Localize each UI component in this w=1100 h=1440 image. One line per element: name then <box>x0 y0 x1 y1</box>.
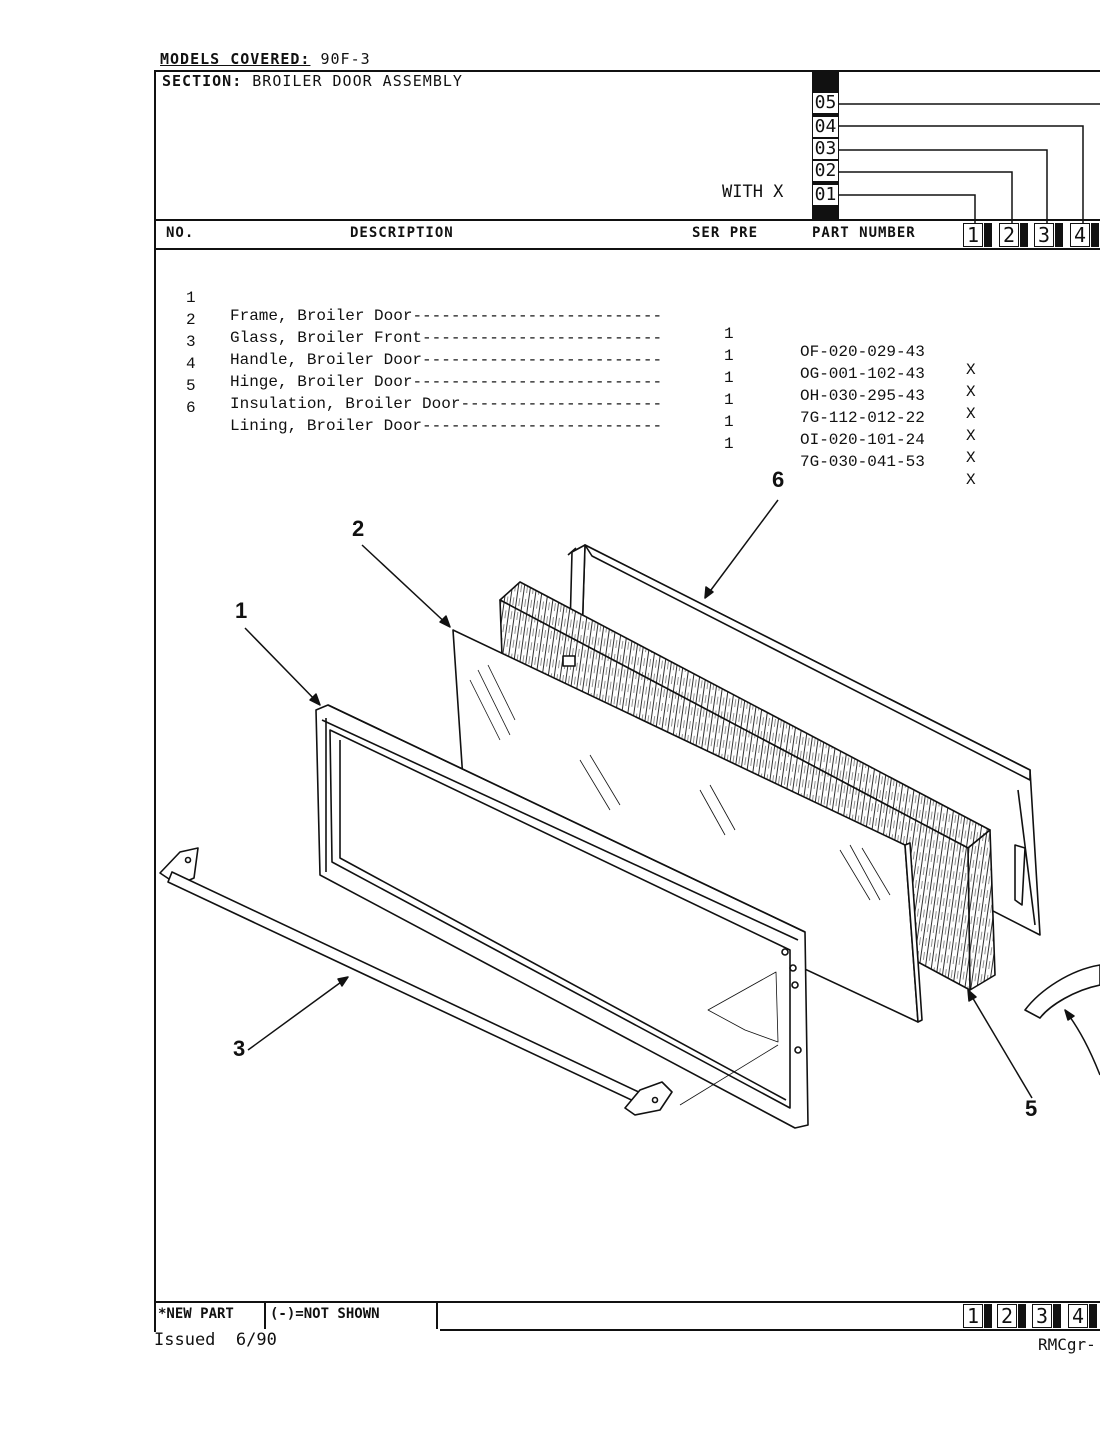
part-no: 5 <box>186 377 196 395</box>
table-row: 2 Glass, Broiler Front------------------… <box>0 293 976 419</box>
models-covered-label: MODELS COVERED: <box>160 50 311 68</box>
frame-part <box>315 704 809 1129</box>
exploded-diagram <box>159 499 1100 1129</box>
code-05: 05 <box>812 92 839 114</box>
part-number: OI-020-101-24 <box>800 431 925 449</box>
part-number: 7G-112-012-22 <box>800 409 925 427</box>
callout-3: 3 <box>233 1036 246 1061</box>
part-number: OG-001-102-43 <box>800 365 925 383</box>
table-row: 5 Insulation, Broiler Door--------------… <box>0 359 976 485</box>
callout-1: 1 <box>235 598 248 623</box>
models-covered-value: 90F-3 <box>320 50 371 68</box>
part-qty: 1 <box>724 435 734 453</box>
part-desc: Frame, Broiler Door---------------------… <box>230 307 663 325</box>
col-part-number: PART NUMBER <box>812 225 916 241</box>
section-title: SECTION: BROILER DOOR ASSEMBLY <box>162 72 463 90</box>
part-desc: Hinge, Broiler Door---------------------… <box>230 373 663 391</box>
code-01: 01 <box>812 184 839 206</box>
table-row: 3 Handle, Broiler Door------------------… <box>0 315 976 441</box>
callout-6: 6 <box>772 467 785 492</box>
part-mark: X <box>966 361 976 379</box>
part-no: 3 <box>186 333 196 351</box>
part-qty: 1 <box>724 413 734 431</box>
hinge-part <box>1024 964 1100 1019</box>
part-desc: Handle, Broiler Door--------------------… <box>230 351 663 369</box>
section-label: SECTION: <box>162 72 243 90</box>
glass-part <box>452 629 923 1023</box>
with-x-label: WITH X <box>722 182 784 202</box>
code-03: 03 <box>812 138 839 160</box>
part-mark: X <box>966 427 976 445</box>
footer-model-col-1: 1 <box>963 1304 983 1328</box>
part-no: 6 <box>186 399 196 417</box>
footer-model-col-2: 2 <box>997 1304 1017 1328</box>
issued-date: Issued 6/90 <box>154 1330 277 1350</box>
page-frame <box>154 70 1100 1332</box>
section-value: BROILER DOOR ASSEMBLY <box>252 72 463 90</box>
doc-code: RMCgr- <box>1038 1335 1096 1354</box>
footer-not-shown: (-)=NOT SHOWN <box>266 1303 438 1329</box>
part-mark: X <box>966 471 976 489</box>
header-rule-top <box>154 219 1100 221</box>
model-col-4: 4 <box>1070 223 1090 247</box>
part-no: 1 <box>186 289 196 307</box>
model-col-1: 1 <box>963 223 983 247</box>
part-number: 7G-030-041-53 <box>800 453 925 471</box>
model-col-sep <box>1091 223 1099 247</box>
part-qty: 1 <box>724 391 734 409</box>
footer-rule <box>154 1301 1100 1303</box>
part-qty: 1 <box>724 369 734 387</box>
model-col-3: 3 <box>1034 223 1054 247</box>
footer-bottom-rule <box>440 1329 1100 1331</box>
code-02: 02 <box>812 160 839 182</box>
table-row: 1 Frame, Broiler Door-------------------… <box>0 271 976 397</box>
callout-5: 5 <box>1025 1096 1038 1121</box>
part-mark: X <box>966 405 976 423</box>
footer-model-sep <box>1018 1304 1026 1328</box>
part-desc: Insulation, Broiler Door----------------… <box>230 395 663 413</box>
model-col-sep <box>1055 223 1063 247</box>
callout-2: 2 <box>352 516 365 541</box>
part-desc: Glass, Broiler Front--------------------… <box>230 329 663 347</box>
part-mark: X <box>966 449 976 467</box>
footer-model-sep <box>984 1304 992 1328</box>
leader-lines <box>244 499 1100 1099</box>
part-qty: 1 <box>724 347 734 365</box>
part-number: OH-030-295-43 <box>800 387 925 405</box>
table-row: 6 Lining, Broiler Door------------------… <box>0 381 976 507</box>
table-row: 4 Hinge, Broiler Door-------------------… <box>0 337 976 463</box>
footer-model-col-4: 4 <box>1068 1304 1088 1328</box>
part-desc: Lining, Broiler Door--------------------… <box>230 417 663 435</box>
part-no: 2 <box>186 311 196 329</box>
model-col-sep <box>984 223 992 247</box>
code-connectors <box>839 103 1100 224</box>
footer-model-col-3: 3 <box>1032 1304 1052 1328</box>
col-description: DESCRIPTION <box>350 225 454 241</box>
part-number: OF-020-029-43 <box>800 343 925 361</box>
header-rule-bottom <box>154 248 1100 250</box>
part-mark: X <box>966 383 976 401</box>
col-no: NO. <box>166 225 195 241</box>
col-ser-pre: SER PRE <box>692 225 759 241</box>
code-04: 04 <box>812 116 839 138</box>
part-no: 4 <box>186 355 196 373</box>
models-covered: MODELS COVERED: 90F-3 <box>160 50 371 68</box>
footer-model-sep <box>1089 1304 1097 1328</box>
model-col-sep <box>1020 223 1028 247</box>
model-col-2: 2 <box>999 223 1019 247</box>
footer-model-sep <box>1053 1304 1061 1328</box>
footer-new-part: *NEW PART <box>154 1303 266 1329</box>
handle-part <box>159 847 673 1116</box>
part-qty: 1 <box>724 325 734 343</box>
